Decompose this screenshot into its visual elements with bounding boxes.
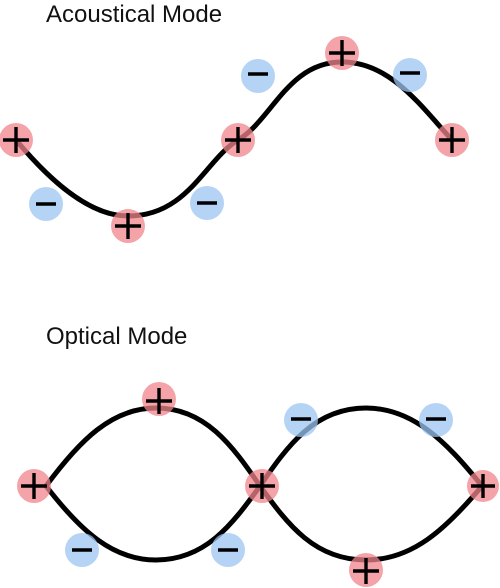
optical-charges <box>17 382 499 587</box>
optical-wave-upper-right <box>257 405 485 489</box>
negative-ion <box>241 59 275 93</box>
positive-ion <box>111 209 145 243</box>
acoustical-mode-panel: Acoustical Mode <box>0 1 469 243</box>
positive-ion <box>245 469 279 503</box>
acoustical-charges <box>0 36 469 243</box>
positive-ion <box>221 123 255 157</box>
optical-mode-title: Optical Mode <box>46 323 187 350</box>
positive-ion <box>0 123 33 157</box>
negative-ion <box>211 533 245 567</box>
optical-wave-lower-right <box>257 483 485 563</box>
negative-ion <box>284 403 318 437</box>
optical-wave-upper-left <box>43 405 263 489</box>
optical-wave-lower-left <box>43 483 263 563</box>
negative-ion <box>190 186 224 220</box>
positive-ion <box>17 469 51 503</box>
negative-ion <box>29 187 63 221</box>
positive-ion <box>467 470 499 502</box>
positive-ion <box>435 123 469 157</box>
negative-ion <box>419 403 453 437</box>
optical-mode-panel: Optical Mode <box>17 323 499 587</box>
acoustical-mode-title: Acoustical Mode <box>46 1 222 28</box>
positive-ion <box>349 553 383 587</box>
positive-ion <box>142 382 176 416</box>
negative-ion <box>65 533 99 567</box>
negative-ion <box>393 58 427 92</box>
positive-ion <box>325 36 359 70</box>
